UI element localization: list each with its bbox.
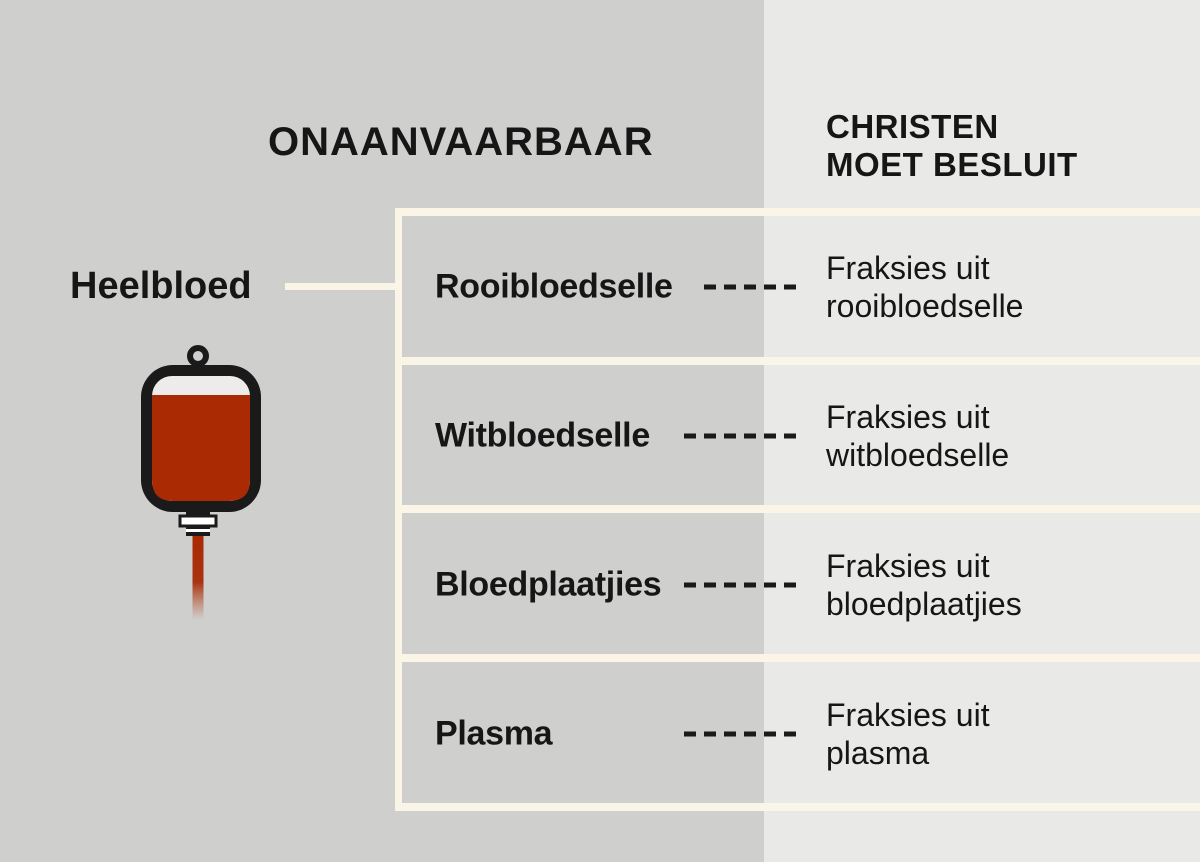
component-row: Rooibloedselle Fraksies uit rooibloedsel… xyxy=(402,216,1200,357)
dash xyxy=(764,582,776,587)
whole-blood-label: Heelbloed xyxy=(70,265,252,307)
fraction-text-line2: rooibloedselle xyxy=(826,287,1024,324)
dash xyxy=(744,284,756,289)
row-separator xyxy=(395,803,1200,811)
dash xyxy=(724,433,736,438)
fraction-text: Fraksies uit plasma xyxy=(826,696,990,772)
fraction-text-line2: bloedplaatjies xyxy=(826,585,1022,622)
component-row: Bloedplaatjies Fraksies uit bloedplaatji… xyxy=(402,514,1200,655)
dash-connector xyxy=(684,582,796,587)
dash xyxy=(704,433,716,438)
dash xyxy=(744,433,756,438)
fraction-text: Fraksies uit witbloedselle xyxy=(826,398,1009,474)
dash xyxy=(764,433,776,438)
dash-connector xyxy=(704,284,796,289)
dash xyxy=(724,284,736,289)
row-separator xyxy=(395,357,1200,365)
dash xyxy=(704,582,716,587)
dash xyxy=(784,582,796,587)
fraction-text-line1: Fraksies uit xyxy=(826,547,990,584)
component-label: Witbloedselle xyxy=(435,416,650,454)
fraction-text-line2: plasma xyxy=(826,734,930,771)
christian-decide-header-line1: CHRISTEN xyxy=(826,108,999,145)
dash xyxy=(784,284,796,289)
dash xyxy=(724,731,736,736)
dash xyxy=(744,731,756,736)
christian-decide-header-line2: MOET BESLUIT xyxy=(826,146,1078,183)
dash xyxy=(684,731,696,736)
row-separator xyxy=(395,208,1200,216)
dash xyxy=(704,731,716,736)
row-separator xyxy=(395,654,1200,662)
fraction-text: Fraksies uit rooibloedselle xyxy=(826,249,1023,325)
dash-connector xyxy=(684,731,796,736)
component-label: Rooibloedselle xyxy=(435,267,673,305)
decision-column-background xyxy=(764,0,1200,862)
whole-blood-connector-line xyxy=(285,283,397,290)
blood-bag-icon xyxy=(141,345,261,620)
dash xyxy=(784,731,796,736)
dash xyxy=(784,433,796,438)
dash-connector xyxy=(684,433,796,438)
fraction-text-line1: Fraksies uit xyxy=(826,398,990,435)
fraction-text-line1: Fraksies uit xyxy=(826,249,990,286)
component-label: Bloedplaatjies xyxy=(435,565,662,603)
fraction-text-line1: Fraksies uit xyxy=(826,696,990,733)
unacceptable-header: ONAANVAARBAAR xyxy=(268,120,654,164)
component-row: Witbloedselle Fraksies uit witbloedselle xyxy=(402,365,1200,506)
fraction-text-line2: witbloedselle xyxy=(826,436,1010,473)
dash xyxy=(684,582,696,587)
dash xyxy=(684,433,696,438)
dash xyxy=(764,731,776,736)
dash xyxy=(764,284,776,289)
component-rows: Rooibloedselle Fraksies uit rooibloedsel… xyxy=(402,216,1200,804)
row-separator xyxy=(395,505,1200,513)
component-row: Plasma Fraksies uit plasma xyxy=(402,663,1200,804)
fraction-text: Fraksies uit bloedplaatjies xyxy=(826,547,1022,623)
dash xyxy=(724,582,736,587)
christian-decide-header: CHRISTEN MOET BESLUIT xyxy=(826,108,1078,184)
dash xyxy=(744,582,756,587)
dash xyxy=(704,284,716,289)
component-label: Plasma xyxy=(435,714,553,752)
